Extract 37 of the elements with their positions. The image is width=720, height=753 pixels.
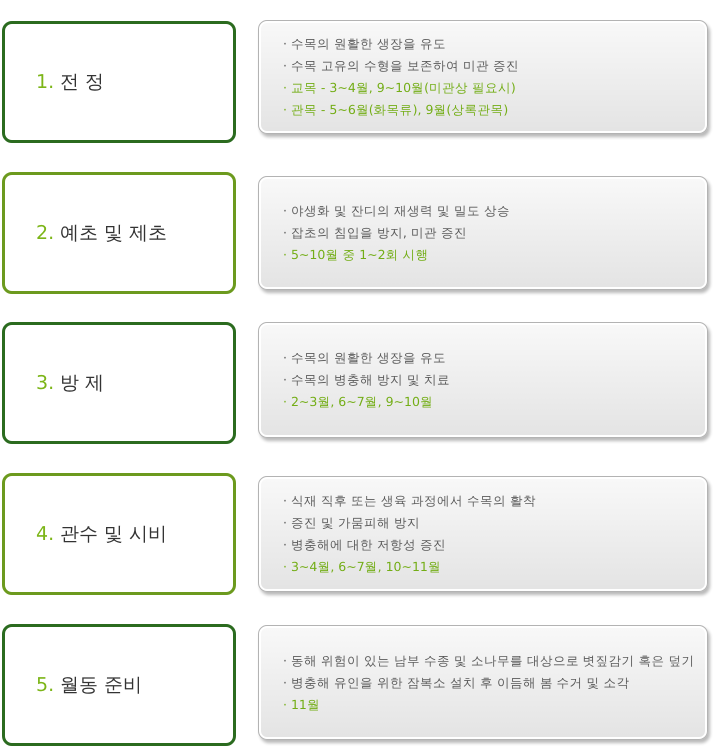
step-number: 2. [36, 222, 54, 244]
info-panel [258, 20, 708, 134]
bullet-item: · 동해 위험이 있는 남부 수종 및 소나무를 대상으로 볏짚감기 혹은 덮기 [283, 652, 695, 670]
step-title: 방 제 [60, 371, 104, 396]
step-number: 1. [36, 71, 54, 93]
info-panel [258, 476, 708, 592]
bullet-item: · 수목의 병충해 방지 및 치료 [283, 371, 450, 389]
step-box [2, 172, 236, 294]
info-panel [258, 176, 708, 290]
step-box [2, 21, 236, 143]
bullet-item: · 관목 - 5~6월(화목류), 9월(상록관목) [283, 101, 508, 119]
step-number: 3. [36, 372, 54, 394]
bullet-item: · 2~3월, 6~7월, 9~10월 [283, 393, 433, 411]
step-number: 5. [36, 674, 54, 696]
bullet-item: · 잡초의 침입을 방지, 미관 증진 [283, 224, 467, 242]
step-number: 4. [36, 523, 54, 545]
bullet-item: · 야생화 및 잔디의 재생력 및 밀도 상승 [283, 202, 510, 220]
bullet-item: · 수목 고유의 수형을 보존하여 미관 증진 [283, 57, 519, 75]
info-panel [258, 322, 708, 438]
step-title: 관수 및 시비 [60, 522, 168, 547]
step-title: 전 정 [60, 70, 104, 95]
bullet-item: · 병충해에 대한 저항성 증진 [283, 536, 446, 554]
bullet-item: · 3~4월, 6~7월, 10~11월 [283, 558, 441, 576]
bullet-item: · 11월 [283, 696, 320, 714]
bullet-item: · 수목의 원활한 생장을 유도 [283, 35, 446, 53]
bullet-item: · 교목 - 3~4월, 9~10월(미관상 필요시) [283, 79, 516, 97]
step-box [2, 624, 236, 746]
bullet-item: · 증진 및 가뭄피해 방지 [283, 514, 420, 532]
step-box [2, 473, 236, 595]
info-panel [258, 625, 708, 740]
bullet-item: · 5~10월 중 1~2회 시행 [283, 246, 429, 264]
bullet-item: · 병충해 유인을 위한 잠복소 설치 후 이듬해 봄 수거 및 소각 [283, 674, 630, 692]
step-box [2, 322, 236, 444]
step-title: 월동 준비 [60, 673, 142, 698]
bullet-item: · 수목의 원활한 생장을 유도 [283, 349, 446, 367]
bullet-item: · 식재 직후 또는 생육 과정에서 수목의 활착 [283, 492, 536, 510]
step-title: 예초 및 제초 [60, 221, 168, 246]
